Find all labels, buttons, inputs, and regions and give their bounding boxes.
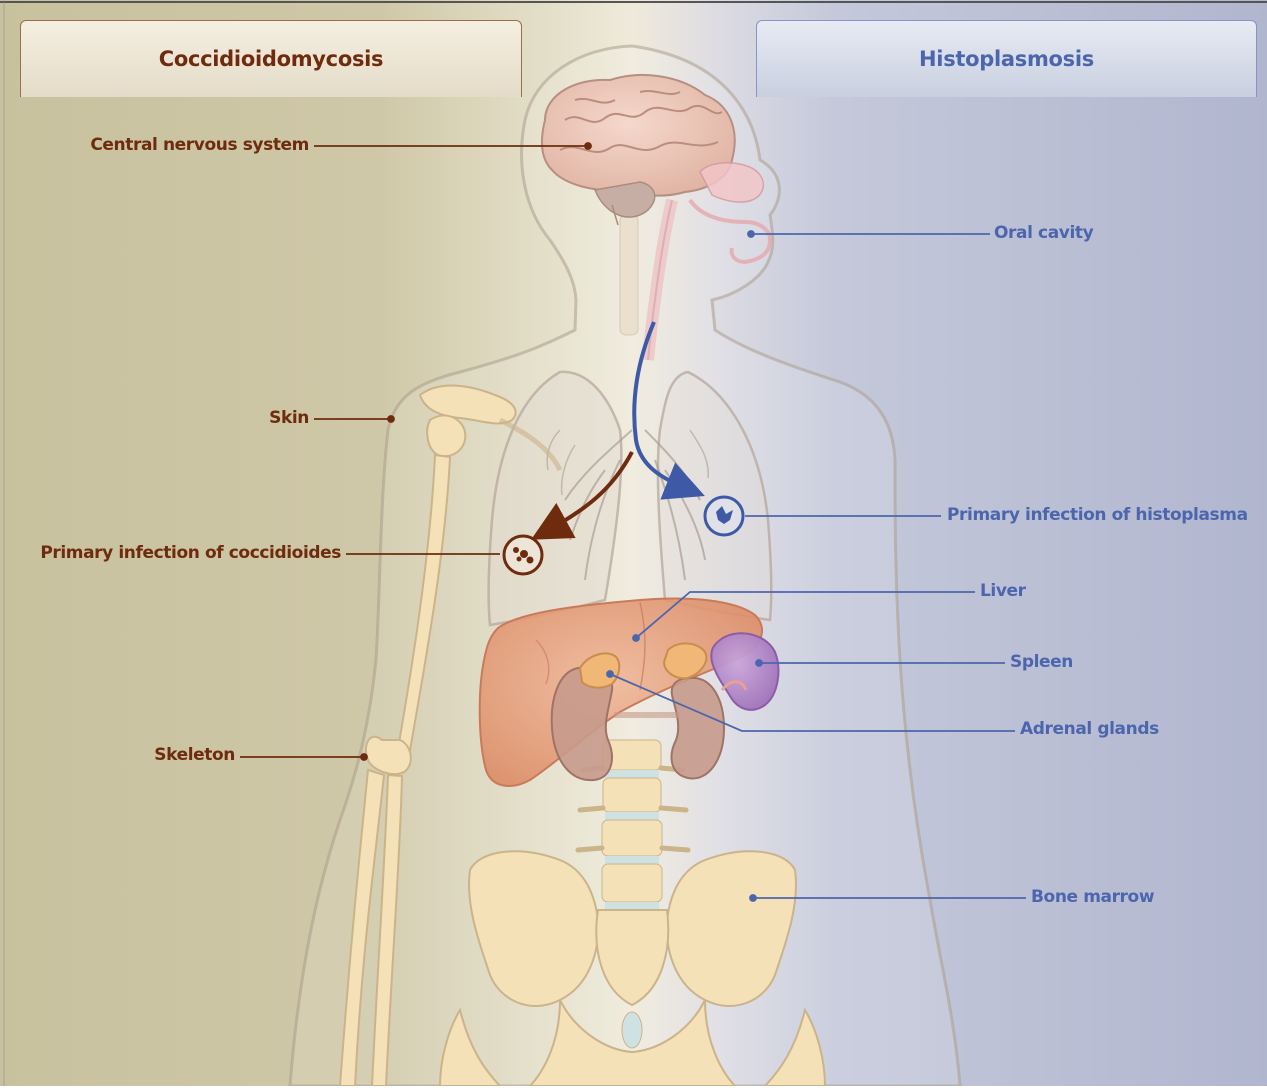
label-oral-cavity: Oral cavity (994, 223, 1093, 243)
label-bone-marrow: Bone marrow (1031, 887, 1154, 907)
label-adrenal-glands: Adrenal glands (1020, 719, 1159, 739)
label-primary-infection-coccidioides: Primary infection of coccidioides (40, 543, 341, 563)
histoplasmosis-header: Histoplasmosis (756, 20, 1257, 97)
histoplasmosis-title: Histoplasmosis (919, 47, 1094, 71)
label-liver: Liver (980, 581, 1026, 601)
label-central-nervous-system: Central nervous system (90, 135, 309, 155)
label-skeleton: Skeleton (154, 745, 235, 765)
histoplasma-lesion (705, 497, 743, 535)
label-skin: Skin (269, 408, 309, 428)
label-primary-infection-histoplasma: Primary infection of histoplasma (947, 505, 1248, 525)
coccidioidomycosis-title: Coccidioidomycosis (159, 47, 384, 71)
label-spleen: Spleen (1010, 652, 1073, 672)
cervical-spine (620, 215, 638, 335)
coccidioides-lesion (504, 536, 542, 574)
coccidioidomycosis-header: Coccidioidomycosis (20, 20, 522, 97)
